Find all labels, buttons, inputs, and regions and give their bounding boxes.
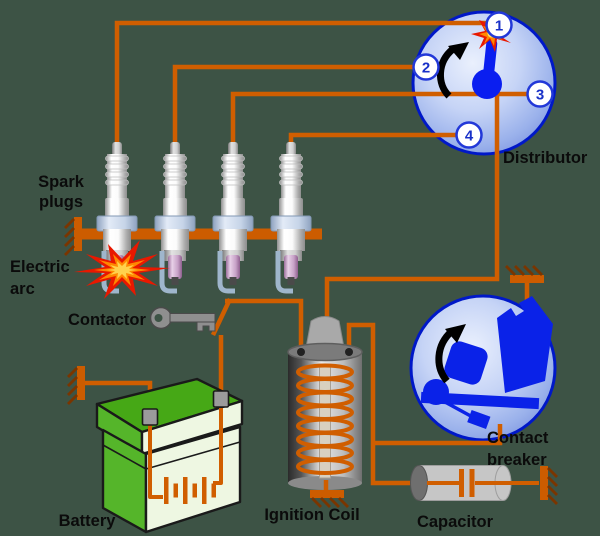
wire-plug3-to-terminal3: [230, 91, 528, 143]
wire-coil-to-contactor: [225, 298, 304, 350]
ground-icon: [66, 364, 87, 406]
wire-plug2-to-terminal2: [172, 64, 414, 143]
battery-terminal-negative: [141, 408, 159, 426]
breaker-points-block: [497, 296, 553, 393]
terminal-4-number: 4: [465, 127, 474, 144]
label-electric-arc-line1: Electric: [10, 258, 70, 276]
terminal-1: [485, 11, 513, 39]
coil-terminal-right: [345, 348, 353, 356]
label-distributor: Distributor: [503, 149, 588, 167]
terminal-3-number: 3: [536, 86, 544, 103]
rotation-arrow-head: [448, 42, 469, 60]
contact-breaker: [420, 296, 553, 429]
rotation-arrow-head: [445, 324, 466, 343]
breaker-terminal: [467, 409, 491, 429]
ground-icon: [538, 464, 559, 506]
battery-body-front: [144, 425, 242, 534]
capacitor: [410, 465, 539, 501]
coil-terminal-left: [297, 348, 305, 356]
battery-lid-front: [140, 399, 244, 456]
breaker-cam: [444, 341, 488, 385]
label-ignition-coil: Ignition Coil: [264, 506, 359, 524]
ignition-coil: [287, 316, 363, 509]
label-contact-breaker-line1: Contact: [487, 429, 549, 447]
ground-icon: [63, 215, 84, 257]
spark-plug-3: [213, 142, 253, 291]
label-battery: Battery: [59, 512, 117, 530]
electric-arc-icon: [74, 240, 170, 299]
battery-cell-symbol: [148, 408, 223, 504]
terminal-3: [526, 80, 554, 108]
ground-icon: [308, 488, 350, 509]
rotation-arrow-icon: [437, 46, 456, 99]
label-contactor: Contactor: [68, 311, 146, 329]
wire-distributor-to-coil: [324, 88, 500, 320]
wire-coil-to-capacitor: [346, 322, 424, 486]
label-capacitor: Capacitor: [417, 513, 494, 531]
capacitor-symbol: [427, 469, 539, 497]
terminal-2: [412, 53, 440, 81]
wire-plug4-to-terminal4: [288, 132, 457, 143]
label-spark-plugs-line2: plugs: [39, 193, 83, 211]
label-spark-plugs-line1: Spark: [38, 173, 85, 191]
coil-winding: [296, 363, 354, 475]
ground-icon: [504, 264, 546, 285]
wire-switch-blade: [210, 298, 233, 336]
breaker-base: [420, 391, 540, 410]
battery: [95, 377, 244, 534]
spark-plug-4: [271, 142, 311, 291]
label-electric-arc-line2: arc: [10, 280, 35, 298]
rotor-icon: [472, 38, 502, 99]
terminal-4: [455, 121, 483, 149]
wire-plug1-to-terminal1: [114, 20, 487, 143]
terminal-1-number: 1: [495, 17, 503, 34]
distributor-terminals: 1 2 3 4: [412, 11, 554, 149]
wire-breaker-branch: [373, 424, 503, 446]
label-contact-breaker-line2: breaker: [487, 451, 547, 469]
terminal-2-number: 2: [422, 59, 430, 76]
distributor: 1 2 3 4: [412, 11, 554, 149]
key-icon: [149, 306, 216, 332]
rotation-arrow-icon: [435, 328, 455, 384]
battery-terminal-positive: [212, 390, 230, 408]
labels: Spark plugs Electric arc Contactor Batte…: [10, 149, 588, 531]
engine-block-bar: [82, 228, 322, 240]
